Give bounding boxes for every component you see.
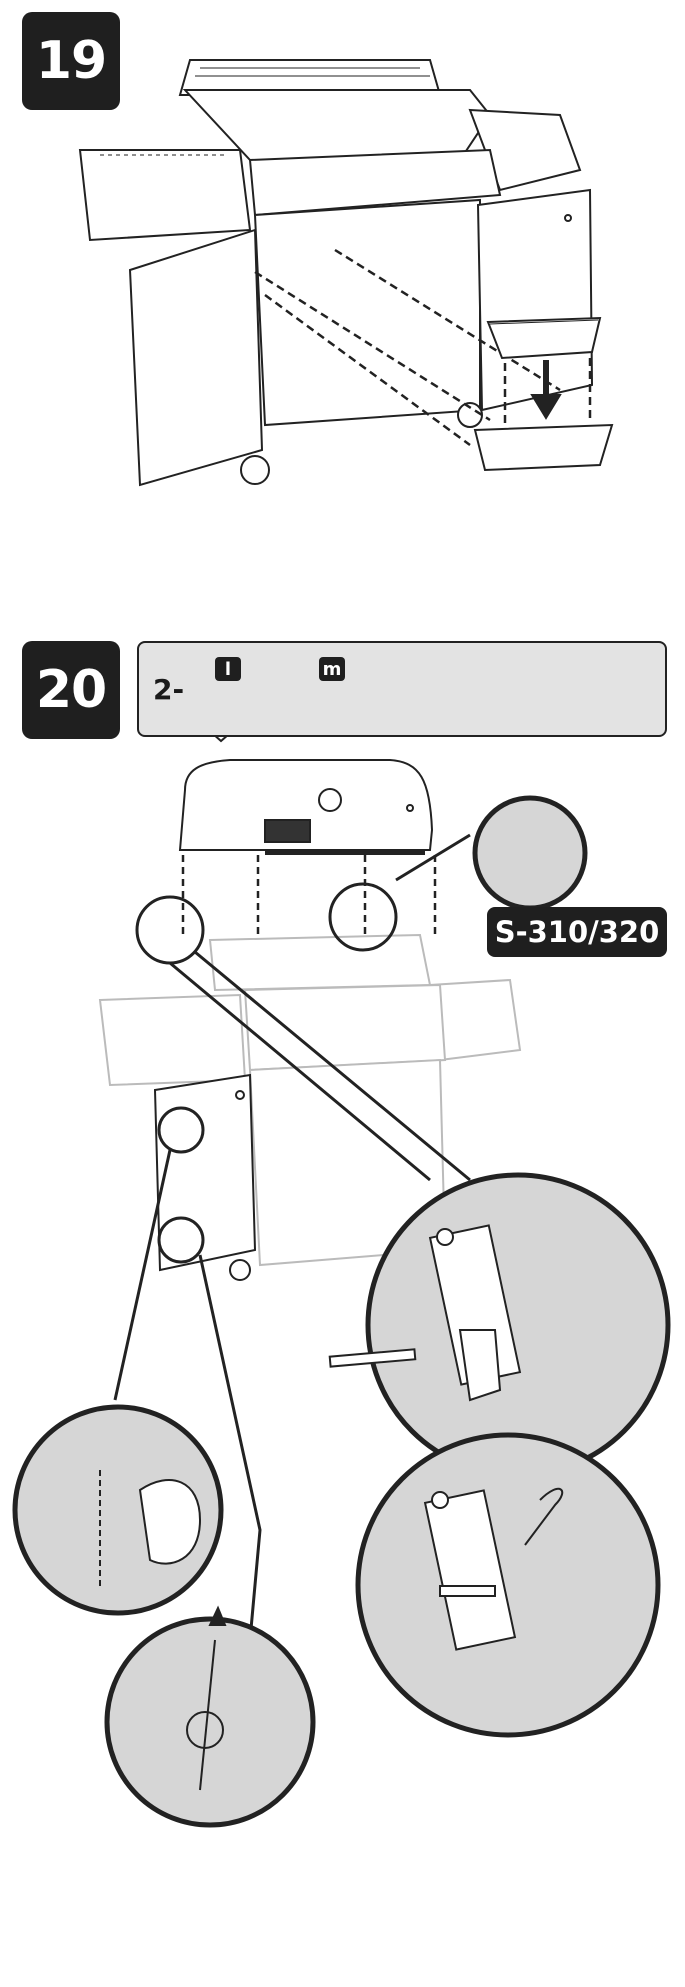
match-lighting-detail (104, 1605, 316, 1828)
grill-cabinet-drawing (78, 59, 614, 487)
part-quantity: 2- (153, 673, 185, 706)
step-number: 19 (35, 31, 107, 91)
model-tag: S-310/320 (487, 907, 667, 957)
parts-list-panel: 2- l m (137, 641, 667, 737)
chain-hook-detail (12, 1404, 224, 1616)
part-key-l: l (215, 657, 241, 681)
model-tag-label: S-310/320 (494, 915, 660, 949)
callout-leader-lines (113, 833, 471, 1641)
part-key-m: m (319, 657, 345, 681)
dashed-alignment-lines (181, 855, 437, 935)
step-number: 20 (35, 660, 107, 720)
step-19-badge: 19 (22, 12, 120, 110)
clip-insert-detail (355, 1432, 661, 1738)
grill-lid-drawing (178, 759, 434, 855)
grill-door-drawing (153, 1073, 257, 1281)
step-20-badge: 20 (22, 641, 120, 739)
